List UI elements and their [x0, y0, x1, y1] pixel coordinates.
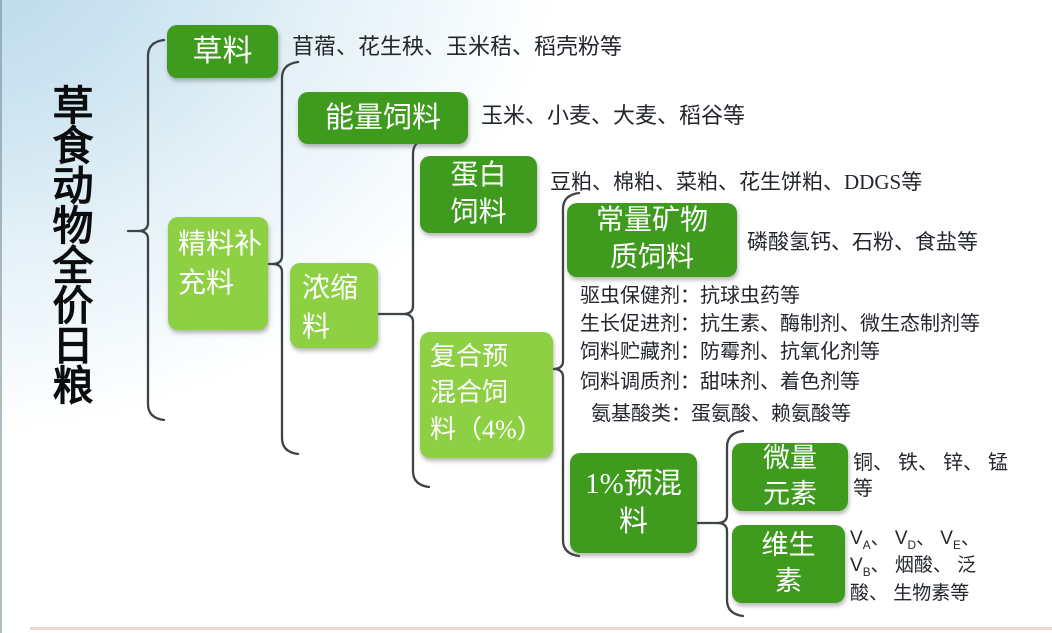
- brace-one-percent-premix: [695, 429, 745, 618]
- node-concentrate: 浓缩 料: [290, 263, 378, 348]
- additive-line-deworming: 驱虫保健剂：抗球虫药等: [580, 285, 800, 307]
- slide-bottom-accent-line: [30, 627, 1052, 630]
- node-vitamins: 维生 素: [732, 525, 845, 603]
- desc-vitamins: VA、 VD、 VE、VB、 烟酸、 泛酸、 生物素等: [850, 528, 980, 604]
- node-compound-premix: 复合预 混合饲 料（4%）: [420, 332, 553, 458]
- brace-concentrate-supplement: [264, 60, 300, 456]
- desc-energy-feed: 玉米、小麦、大麦、稻谷等: [481, 103, 746, 128]
- brace-root: [126, 38, 166, 422]
- slide-left-edge: [0, 0, 2, 633]
- desc-protein-feed: 豆粕、棉粕、菜粕、花生饼粕、DDGS等: [550, 170, 923, 194]
- desc-trace-elements: 铜、 铁、 锌、 锰 等: [853, 452, 1008, 500]
- additive-line-amino-acids: 氨基酸类：蛋氨酸、赖氨酸等: [591, 403, 851, 425]
- node-one-percent-premix: 1%预混 料: [570, 453, 697, 553]
- node-grass: 草料: [167, 25, 278, 78]
- node-concentrate-supplement: 精料补 充料: [168, 217, 268, 330]
- node-macro-mineral-feed: 常量矿物 质饲料: [567, 203, 737, 277]
- additive-line-storage: 饲料贮藏剂：防霉剂、抗氧化剂等: [580, 341, 880, 363]
- brace-compound-premix: [547, 191, 581, 558]
- additive-line-growth: 生长促进剂：抗生素、酶制剂、微生态制剂等: [580, 313, 980, 335]
- node-protein-feed: 蛋白 饲料: [420, 156, 537, 233]
- diagram-title: 草食动物全价日粮: [46, 84, 92, 404]
- additive-line-conditioning: 饲料调质剂：甜味剂、着色剂等: [580, 371, 860, 393]
- desc-grass: 苜蓿、花生秧、玉米秸、稻壳粉等: [292, 34, 623, 59]
- node-energy-feed: 能量饲料: [298, 92, 468, 144]
- node-trace-elements: 微量 元素: [732, 443, 848, 511]
- desc-macro-mineral-feed: 磷酸氢钙、石粉、食盐等: [747, 230, 978, 254]
